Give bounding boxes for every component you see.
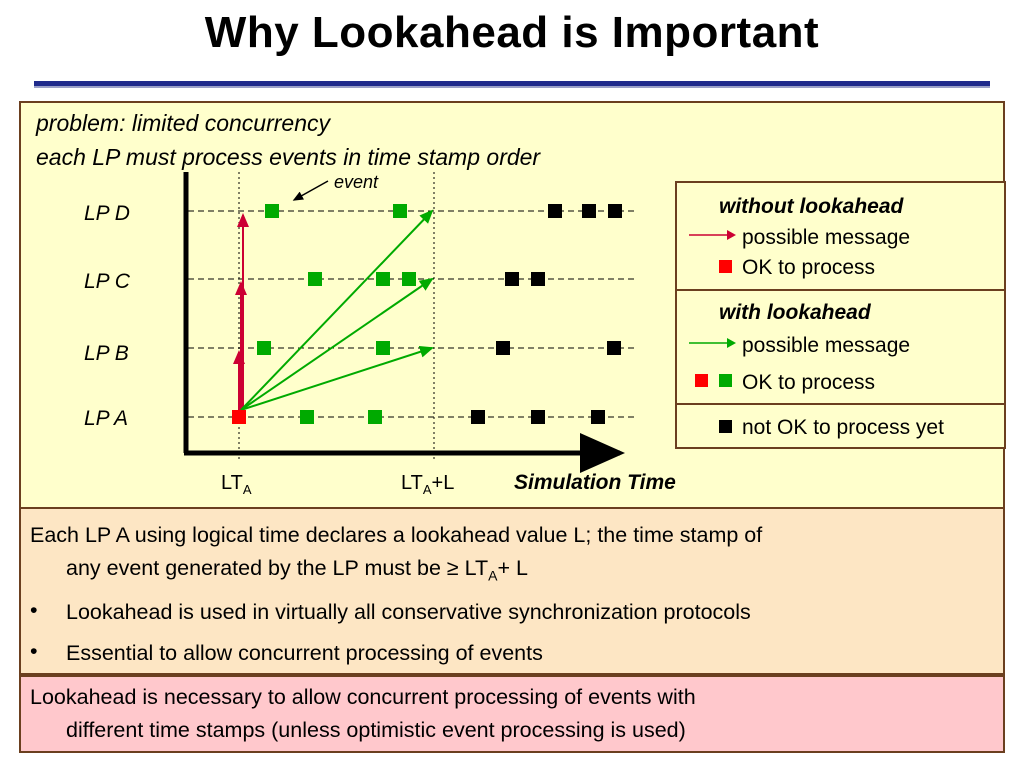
legend-without-ok: OK to process	[742, 256, 876, 279]
bullet-2: Essential to allow concurrent processing…	[66, 641, 543, 665]
problem-line-2: each LP must process events in time stam…	[36, 144, 541, 170]
event-green	[402, 272, 416, 286]
explanation-panel	[19, 509, 1005, 675]
event-green	[308, 272, 322, 286]
conclusion-panel	[19, 675, 1005, 753]
legend-with-header: with lookahead	[719, 301, 871, 324]
x-axis-label: Simulation Time	[514, 471, 676, 494]
explanation-line-1: Each LP A using logical time declares a …	[30, 523, 763, 547]
event-green	[376, 341, 390, 355]
event-green	[257, 341, 271, 355]
event-black	[531, 272, 545, 286]
green-arrow-to-lp-b	[240, 345, 434, 411]
green-arrow-to-lp-d	[240, 209, 434, 411]
event-black	[471, 410, 485, 424]
explanation-line-2: any event generated by the LP must be ≥ …	[66, 556, 529, 584]
title-underline	[34, 81, 990, 88]
problem-line-1: problem: limited concurrency	[36, 110, 331, 136]
conclusion-line-1: Lookahead is necessary to allow concurre…	[30, 685, 696, 709]
event-black	[548, 204, 562, 218]
lp-a-label: LP A	[84, 407, 128, 430]
event-black	[591, 410, 605, 424]
red-square-icon	[719, 260, 732, 273]
event-black	[496, 341, 510, 355]
legend-with-ok: OK to process	[742, 371, 876, 394]
bullet-1: Lookahead is used in virtually all conse…	[66, 600, 751, 624]
event-pointer-arrow	[292, 180, 329, 201]
green-square-icon	[719, 374, 732, 387]
event-green	[368, 410, 382, 424]
legend: without lookahead possible message OK to…	[675, 181, 1006, 449]
green-arrow-to-lp-c	[240, 277, 434, 411]
red-arrow-icon	[689, 230, 736, 240]
event-label: event	[334, 172, 379, 192]
event-green	[376, 272, 390, 286]
event-green	[265, 204, 279, 218]
event-green	[393, 204, 407, 218]
lp-d-label: LP D	[84, 202, 130, 225]
legend-without-lookahead: without lookahead possible message OK to…	[677, 183, 1004, 291]
legend-not-ok-text: not OK to process yet	[742, 416, 944, 439]
event-green	[300, 410, 314, 424]
legend-not-ok: not OK to process yet	[677, 405, 1004, 447]
red-square-icon	[695, 374, 708, 387]
event-red	[232, 410, 246, 424]
lp-c-label: LP C	[84, 270, 130, 293]
legend-without-header: without lookahead	[719, 195, 904, 218]
legend-with-lookahead: with lookahead possible message OK to pr…	[677, 291, 1004, 405]
black-square-icon	[719, 420, 732, 433]
lt-a-label: LTA	[221, 472, 252, 497]
legend-with-message: possible message	[742, 334, 911, 357]
event-black	[607, 341, 621, 355]
slide-title: Why Lookahead is Important	[204, 8, 820, 57]
green-arrow-icon	[689, 338, 736, 348]
legend-without-message: possible message	[742, 226, 911, 249]
event-black	[582, 204, 596, 218]
event-black	[505, 272, 519, 286]
bullet-dot: •	[30, 639, 38, 663]
event-black	[608, 204, 622, 218]
conclusion-line-2: different time stamps (unless optimistic…	[66, 718, 686, 742]
lt-a-plus-l-label: LTA+L	[401, 472, 455, 497]
lp-b-label: LP B	[84, 342, 129, 365]
event-black	[531, 410, 545, 424]
bullet-dot: •	[30, 598, 38, 622]
